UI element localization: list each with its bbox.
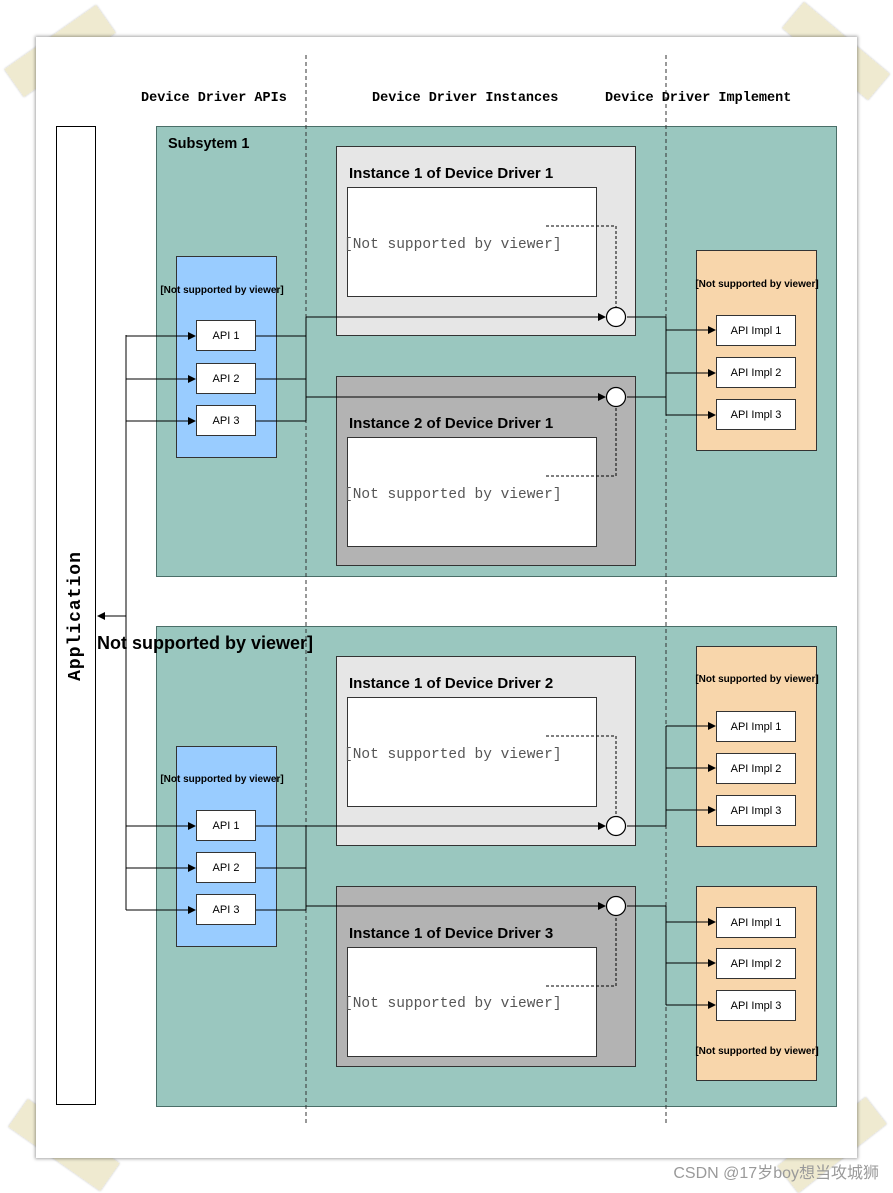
not-supported-text: [Not supported by viewer] <box>344 237 562 253</box>
column-header-implement: Device Driver Implement <box>605 91 792 106</box>
impl-box: API Impl 3 <box>716 399 796 430</box>
column-header-instances: Device Driver Instances <box>372 91 559 106</box>
api-box: API 3 <box>196 894 256 925</box>
instance-title: Instance 1 of Device Driver 1 <box>349 165 554 182</box>
instance-content-box <box>347 437 597 547</box>
impl-group-3-label: [Not supported by viewer] <box>695 1046 819 1057</box>
not-supported-text: [Not supported by viewer] <box>344 996 562 1012</box>
impl-box: API Impl 1 <box>716 907 796 938</box>
api-box: API 3 <box>196 405 256 436</box>
instance-1-driver-1: Instance 1 of Device Driver 1 <box>336 146 636 336</box>
port-circle <box>605 306 627 328</box>
instance-content-box <box>347 187 597 297</box>
instance-content-box <box>347 947 597 1057</box>
instance-title: Instance 2 of Device Driver 1 <box>349 415 554 432</box>
port-circle <box>605 386 627 408</box>
impl-box: API Impl 1 <box>716 711 796 742</box>
api-group-2-label: [Not supported by viewer] <box>160 774 284 785</box>
application-bar: Application <box>56 126 96 1105</box>
column-header-apis: Device Driver APIs <box>141 91 287 106</box>
api-box: API 2 <box>196 852 256 883</box>
api-box: API 1 <box>196 810 256 841</box>
not-supported-text: [Not supported by viewer] <box>344 747 562 763</box>
impl-box: API Impl 1 <box>716 315 796 346</box>
impl-group-2-label: [Not supported by viewer] <box>695 674 819 685</box>
impl-box: API Impl 3 <box>716 990 796 1021</box>
instance-1-driver-2: Instance 1 of Device Driver 2 <box>336 656 636 846</box>
impl-box: API Impl 2 <box>716 357 796 388</box>
port-circle <box>605 815 627 837</box>
not-supported-text: [Not supported by viewer] <box>344 487 562 503</box>
instance-title: Instance 1 of Device Driver 2 <box>349 675 554 692</box>
api-group-1-label: [Not supported by viewer] <box>160 285 284 296</box>
subsystem-1-title: Subsytem 1 <box>168 136 250 152</box>
api-box: API 1 <box>196 320 256 351</box>
watermark: CSDN @17岁boy想当攻城狮 <box>673 1165 879 1182</box>
impl-box: API Impl 2 <box>716 948 796 979</box>
api-box: API 2 <box>196 363 256 394</box>
impl-group-1-label: [Not supported by viewer] <box>695 279 819 290</box>
instance-title: Instance 1 of Device Driver 3 <box>349 925 554 942</box>
instance-1-driver-3: Instance 1 of Device Driver 3 <box>336 886 636 1067</box>
middle-not-supported-label: Not supported by viewer] <box>97 633 314 653</box>
impl-box: API Impl 3 <box>716 795 796 826</box>
port-circle <box>605 895 627 917</box>
impl-box: API Impl 2 <box>716 753 796 784</box>
instance-content-box <box>347 697 597 807</box>
instance-2-driver-1: Instance 2 of Device Driver 1 <box>336 376 636 566</box>
